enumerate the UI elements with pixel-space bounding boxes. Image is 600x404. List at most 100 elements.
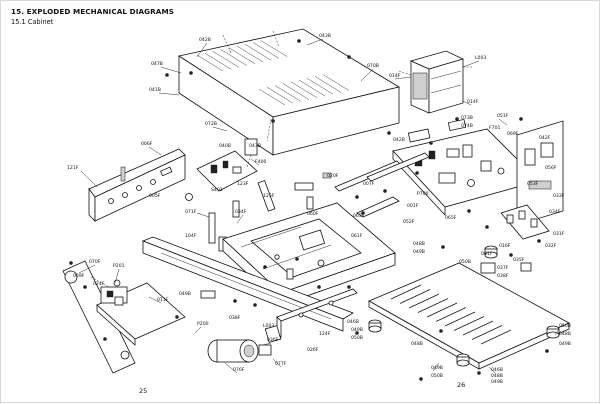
vent-slot: [314, 76, 342, 93]
callout-label: 031F: [553, 231, 565, 237]
callout-label: 049B: [413, 249, 425, 255]
vent-slot: [471, 325, 503, 340]
callout-label: P700: [417, 191, 429, 197]
callout-label: 041B: [149, 87, 161, 93]
vent-slot: [290, 81, 318, 98]
vent-slot: [480, 329, 512, 345]
leader-line: [80, 170, 98, 188]
callout-label: 046B: [491, 367, 503, 373]
page-number-right: 26: [457, 381, 466, 389]
screw-icon: [429, 141, 433, 145]
screw-icon: [455, 117, 459, 121]
leader-line: [148, 296, 162, 304]
callout-label: 121F: [67, 165, 79, 171]
callout-label: 048B: [491, 373, 503, 379]
screw-icon: [419, 377, 423, 381]
vent-slot: [453, 316, 485, 331]
callout-label: 125F: [263, 193, 275, 199]
callout-label: 042B: [199, 37, 211, 43]
leader-line: [250, 158, 260, 166]
callout-label: 050B: [351, 335, 363, 341]
callout-label: 034F: [549, 209, 561, 215]
main-pcb-right: [392, 118, 540, 217]
callout-label: 124F: [319, 331, 331, 337]
screw-icon: [165, 73, 169, 77]
callout-label: 038F: [497, 273, 509, 279]
callout-label: 001F: [407, 203, 419, 209]
brackets-center: [208, 172, 332, 252]
callout-label: 056F: [545, 165, 557, 171]
vent-slot: [390, 284, 422, 300]
screw-icon: [271, 119, 275, 123]
callout-label: 104F: [185, 233, 197, 239]
screw-icon: [509, 253, 513, 257]
vent-slot: [236, 45, 264, 63]
callout-label: 014F: [389, 73, 401, 79]
leader-line: [114, 268, 120, 284]
screw-icon: [69, 261, 73, 265]
rails-center: [334, 152, 430, 218]
callout-label: 042F: [539, 135, 551, 141]
callout-label: P200: [197, 321, 209, 327]
callout-label: 049B: [351, 327, 363, 333]
screw-icon: [355, 195, 359, 199]
callout-label: 046B: [347, 319, 359, 325]
callout-label: 050B: [459, 259, 471, 265]
callout-label: 069F: [507, 131, 519, 137]
vent-slot: [298, 79, 326, 97]
callout-label: 043B: [249, 143, 261, 149]
screw-icon: [347, 285, 351, 289]
screw-icon: [233, 299, 237, 303]
transformer: [398, 50, 473, 114]
callout-label: 034F: [235, 209, 247, 215]
leader-line: [462, 60, 480, 68]
top-cover: [177, 28, 401, 156]
callout-label: 070F: [89, 259, 101, 265]
screw-icon: [545, 349, 549, 353]
bottom-plate: [368, 262, 570, 370]
callout-label: 020F: [327, 173, 339, 179]
callout-label: 036F: [267, 337, 279, 343]
motor: [207, 325, 282, 363]
screw-icon: [537, 239, 541, 243]
vent-slot: [417, 298, 449, 313]
page-number-left: 25: [139, 387, 148, 395]
screw-icon: [467, 209, 471, 213]
callout-label: 065F: [445, 215, 457, 221]
page-heading: 15. EXPLODED MECHANICAL DIAGRAMS: [11, 7, 174, 16]
leader-line: [158, 92, 180, 96]
vent-slot: [399, 289, 431, 304]
callout-label: 049B: [559, 341, 571, 347]
callout-label: 026F: [307, 347, 319, 353]
screw-icon: [519, 117, 523, 121]
screw-icon: [253, 303, 257, 307]
screw-icon: [297, 39, 301, 43]
screw-icon: [103, 337, 107, 341]
leader-line: [148, 146, 162, 156]
leader-lines: [78, 38, 560, 374]
callout-label: 047B: [151, 61, 163, 67]
callout-label: 050B: [559, 323, 571, 329]
vent-slot: [204, 53, 232, 70]
vent-slot: [220, 49, 248, 66]
callout-label: 070B: [367, 63, 379, 69]
callout-label: 069F: [73, 273, 85, 279]
screw-icon: [439, 329, 443, 333]
screw-icon: [485, 225, 489, 229]
leader-line: [462, 100, 472, 106]
callout-label: 014F: [467, 99, 479, 105]
vent-slot: [444, 311, 476, 327]
leader-line: [78, 264, 96, 274]
vent-slot: [274, 85, 302, 102]
vent-slot: [212, 51, 240, 68]
callout-label: 051F: [497, 113, 509, 119]
callout-label: 032F: [545, 243, 557, 249]
callout-label: 048B: [413, 241, 425, 247]
screw-icon: [441, 245, 445, 249]
front-panel-left: [88, 148, 186, 222]
screw-icon: [175, 315, 179, 319]
callout-labels: 042B 043B 070B 047B 041B 072B 043B 042B …: [67, 33, 571, 385]
feet: [368, 245, 560, 367]
